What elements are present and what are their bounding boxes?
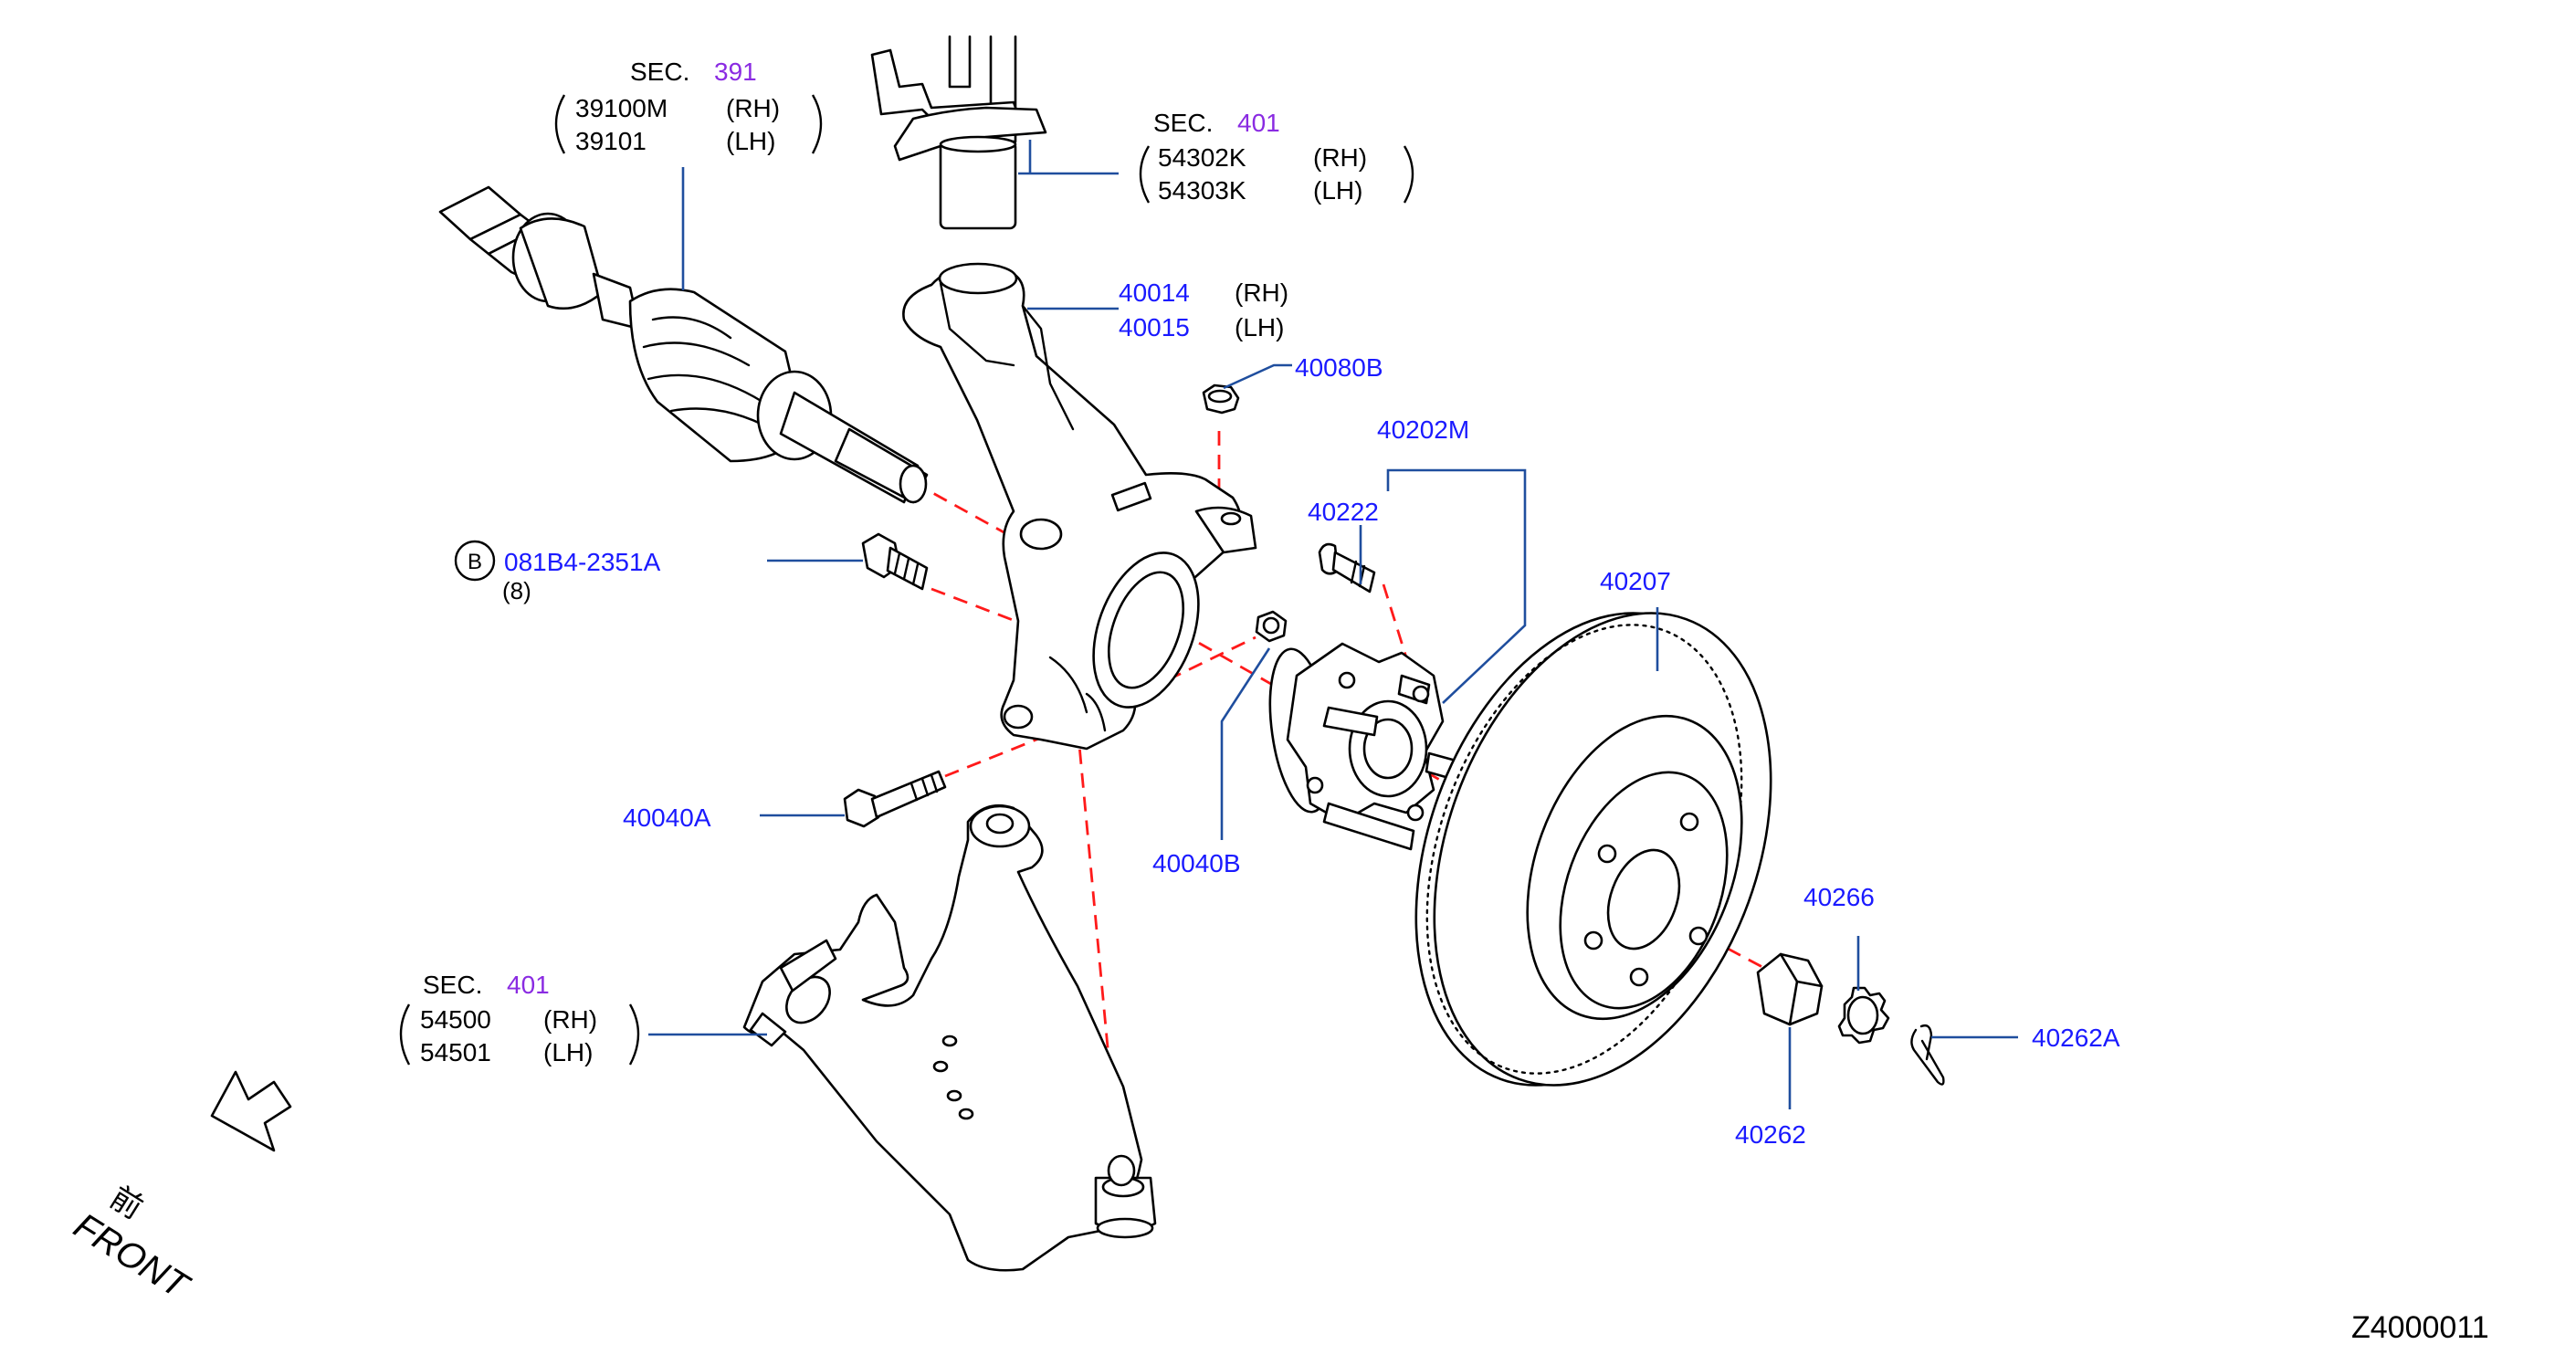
section-prefix: SEC. xyxy=(630,58,689,86)
leader-lines xyxy=(648,140,2018,1109)
bolt-b-part-link[interactable]: 081B4-2351A xyxy=(504,548,661,576)
bolt-b-marker-circle xyxy=(454,540,496,582)
knuckle-bolt-b[interactable] xyxy=(861,532,929,591)
rotor-part-link[interactable]: 40207 xyxy=(1600,567,1671,595)
section-number-link[interactable]: 401 xyxy=(507,971,550,999)
section-prefix: SEC. xyxy=(423,971,482,999)
section-prefix: SEC. xyxy=(1153,109,1213,137)
brake-rotor[interactable] xyxy=(1355,566,1833,1132)
knuckle-callout: 40014 (RH) 40015 (LH) xyxy=(1119,278,1288,341)
strut-assembly[interactable] xyxy=(870,35,1047,230)
strut-section-callout: SEC. 401 54302K (RH) 54303K (LH) xyxy=(1139,109,1414,205)
lower-bolt[interactable] xyxy=(843,770,947,828)
hub-assembly-part-link[interactable]: 40202M xyxy=(1377,415,1469,444)
lh-part-number: 54303K xyxy=(1158,176,1246,205)
knuckle-rh-part-link[interactable]: 40014 xyxy=(1119,278,1190,307)
nut-retainer-part-link[interactable]: 40266 xyxy=(1803,883,1875,911)
front-direction-indicator: 前 FRONT xyxy=(67,1070,292,1308)
drive-shaft-section-callout: SEC. 391 39100M (RH) 39101 (LH) xyxy=(554,58,823,155)
lower-arm-section-callout: SEC. 401 54500 (RH) 54501 (LH) xyxy=(399,971,640,1066)
section-number-link[interactable]: 391 xyxy=(714,58,757,86)
top-nut-part-link[interactable]: 40080B xyxy=(1295,353,1383,382)
lower-nut-part-link[interactable]: 40040B xyxy=(1152,849,1241,877)
bolt-b-callout: B 081B4-2351A (8) xyxy=(454,540,661,604)
drive-shaft-assembly[interactable] xyxy=(438,185,929,504)
rh-part-number: 39100M xyxy=(575,94,668,122)
bolt-b-quantity: (8) xyxy=(502,577,531,604)
lower-bolt-part-link[interactable]: 40040A xyxy=(623,804,711,832)
nut-retainer[interactable] xyxy=(1837,986,1890,1045)
rh-side-label: (RH) xyxy=(1313,143,1367,172)
lh-side-label: (LH) xyxy=(726,127,775,155)
cotter-pin[interactable] xyxy=(1910,1024,1945,1086)
lh-part-number: 39101 xyxy=(575,127,647,155)
lower-control-arm[interactable] xyxy=(742,804,1157,1272)
arrow-down-left-icon xyxy=(210,1070,292,1152)
lh-side-label: (LH) xyxy=(1313,176,1362,205)
hub-nut[interactable] xyxy=(1756,952,1824,1026)
knuckle-rh-side: (RH) xyxy=(1235,278,1288,307)
rh-side-label: (RH) xyxy=(726,94,780,122)
hub-nut-part-link[interactable]: 40262 xyxy=(1735,1120,1806,1149)
bolt-b-marker: B xyxy=(468,550,482,574)
rh-side-label: (RH) xyxy=(543,1005,597,1034)
hub-bolt[interactable] xyxy=(1318,542,1376,593)
lh-part-number: 54501 xyxy=(420,1038,491,1066)
lh-side-label: (LH) xyxy=(543,1038,593,1066)
lower-nut[interactable] xyxy=(1255,610,1288,643)
cotter-pin-part-link[interactable]: 40262A xyxy=(2032,1024,2120,1052)
hub-bolt-part-link[interactable]: 40222 xyxy=(1308,498,1379,526)
rh-part-number: 54500 xyxy=(420,1005,491,1034)
knuckle-lh-part-link[interactable]: 40015 xyxy=(1119,313,1190,341)
knuckle-lh-side: (LH) xyxy=(1235,313,1284,341)
top-nut[interactable] xyxy=(1202,383,1240,415)
steering-knuckle[interactable] xyxy=(902,262,1257,751)
diagram-id: Z4000011 xyxy=(2351,1310,2489,1345)
section-number-link[interactable]: 401 xyxy=(1237,109,1280,137)
rh-part-number: 54302K xyxy=(1158,143,1246,172)
